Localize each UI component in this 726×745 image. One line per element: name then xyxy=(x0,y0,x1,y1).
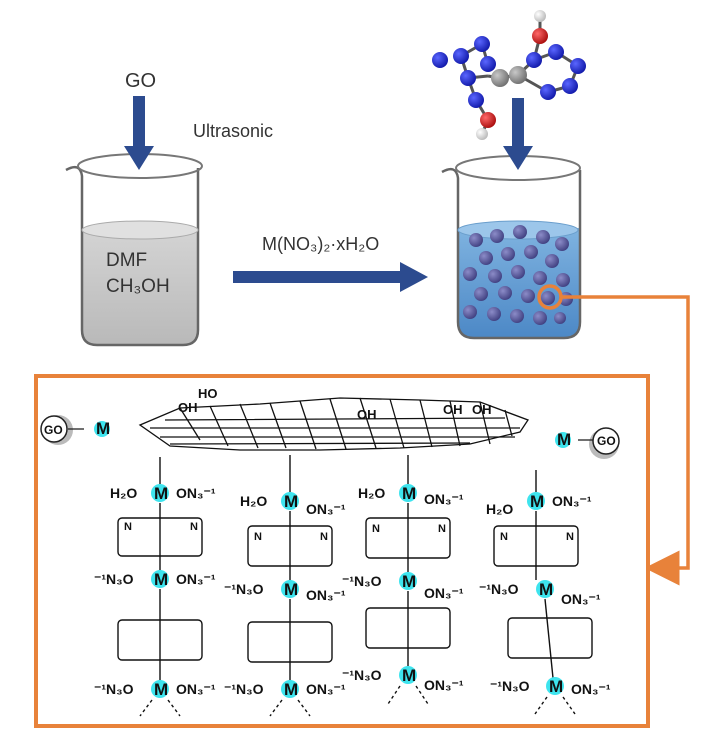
ring-n-label: N xyxy=(254,531,262,543)
nitrate-label: ON₃⁻¹ xyxy=(424,585,464,601)
go-end-left-metal: M xyxy=(96,419,110,438)
metal-label: M xyxy=(402,572,416,591)
ligand-down-arrow xyxy=(503,98,533,170)
water-label: H₂O xyxy=(358,485,385,501)
ultrasonic-label: Ultrasonic xyxy=(193,121,273,141)
hoo-label: HO xyxy=(198,386,218,401)
metal-label: M xyxy=(154,680,168,699)
go-end-right xyxy=(555,427,620,459)
nitrate-left-label: ⁻¹N₃O xyxy=(342,667,382,683)
ring-n-label: N xyxy=(500,531,508,543)
zoom-connector-line xyxy=(561,295,690,586)
ring-n-label: N xyxy=(190,521,198,533)
solvent-dmf-label: DMF xyxy=(106,250,147,271)
ring-n-label: N xyxy=(124,521,132,533)
ring-n-label: N xyxy=(320,531,328,543)
reaction-arrow xyxy=(233,262,428,292)
chain-4: M H₂O ON₃⁻¹ M ⁻¹N₃O ON₃⁻¹ M ⁻¹N₃O ON₃⁻¹ xyxy=(479,470,611,715)
nitrate-label: ON₃⁻¹ xyxy=(571,681,611,697)
tetrazole-ring-labels: N N N N N N N N xyxy=(124,521,574,543)
ring-n-label: N xyxy=(372,523,380,535)
nitrate-label: ON₃⁻¹ xyxy=(176,681,216,697)
reagent-label: M(NO₃)₂·xH₂O xyxy=(262,234,379,254)
chain-2: M H₂O ON₃⁻¹ M ⁻¹N₃O ON₃⁻¹ M ⁻¹N₃O ON₃⁻¹ xyxy=(224,455,346,717)
metal-label: M xyxy=(154,484,168,503)
metal-label: M xyxy=(154,570,168,589)
go-end-right-label: GO xyxy=(597,434,616,448)
nitrate-label: ON₃⁻¹ xyxy=(424,491,464,507)
nitrate-label: ON₃⁻¹ xyxy=(306,501,346,517)
chain-1: M H₂O ON₃⁻¹ M ⁻¹N₃O ON₃⁻¹ M ⁻¹N₃O ON₃⁻¹ xyxy=(94,457,216,717)
nitrate-left-label: ⁻¹N₃O xyxy=(224,581,264,597)
oh-label-2: OH xyxy=(357,407,377,422)
nitrate-label: ON₃⁻¹ xyxy=(561,591,601,607)
go-end-left-label: GO xyxy=(44,423,63,437)
go-label: GO xyxy=(125,70,156,92)
oh-label-3: OH xyxy=(443,402,463,417)
nitrate-left-label: ⁻¹N₃O xyxy=(342,573,382,589)
beaker-solvent xyxy=(65,153,203,347)
oh-label-4: OH xyxy=(472,402,492,417)
oh-label-1: OH xyxy=(178,400,198,415)
chain-3: M H₂O ON₃⁻¹ M ⁻¹N₃O ON₃⁻¹ M ⁻¹N₃O ON₃⁻¹ xyxy=(342,455,464,705)
nitrate-label: ON₃⁻¹ xyxy=(424,677,464,693)
nitrate-label: ON₃⁻¹ xyxy=(306,681,346,697)
nitrate-left-label: ⁻¹N₃O xyxy=(490,678,530,694)
metal-label: M xyxy=(284,492,298,511)
nitrate-left-label: ⁻¹N₃O xyxy=(94,571,134,587)
solvent-methanol-label: CH₃OH xyxy=(106,276,170,297)
go-down-arrow xyxy=(124,96,154,170)
metal-label: M xyxy=(530,492,544,511)
metal-label: M xyxy=(539,580,553,599)
nitrate-left-label: ⁻¹N₃O xyxy=(94,681,134,697)
metal-label: M xyxy=(402,484,416,503)
metal-label: M xyxy=(284,680,298,699)
metal-label: M xyxy=(284,580,298,599)
nitrate-label: ON₃⁻¹ xyxy=(176,485,216,501)
metal-label: M xyxy=(549,677,563,696)
metal-label: M xyxy=(402,666,416,685)
water-label: H₂O xyxy=(486,501,513,517)
ring-n-label: N xyxy=(566,531,574,543)
ligand-3d-model xyxy=(432,10,586,140)
go-end-left xyxy=(40,415,110,445)
go-sheet xyxy=(138,397,529,451)
go-end-right-metal: M xyxy=(557,430,571,449)
water-label: H₂O xyxy=(110,485,137,501)
nitrate-label: ON₃⁻¹ xyxy=(306,587,346,603)
nitrate-left-label: ⁻¹N₃O xyxy=(224,681,264,697)
ring-n-label: N xyxy=(438,523,446,535)
water-label: H₂O xyxy=(240,493,267,509)
nitrate-label: ON₃⁻¹ xyxy=(176,571,216,587)
nitrate-label: ON₃⁻¹ xyxy=(552,493,592,509)
nitrate-left-label: ⁻¹N₃O xyxy=(479,581,519,597)
mof-particles xyxy=(463,225,573,325)
